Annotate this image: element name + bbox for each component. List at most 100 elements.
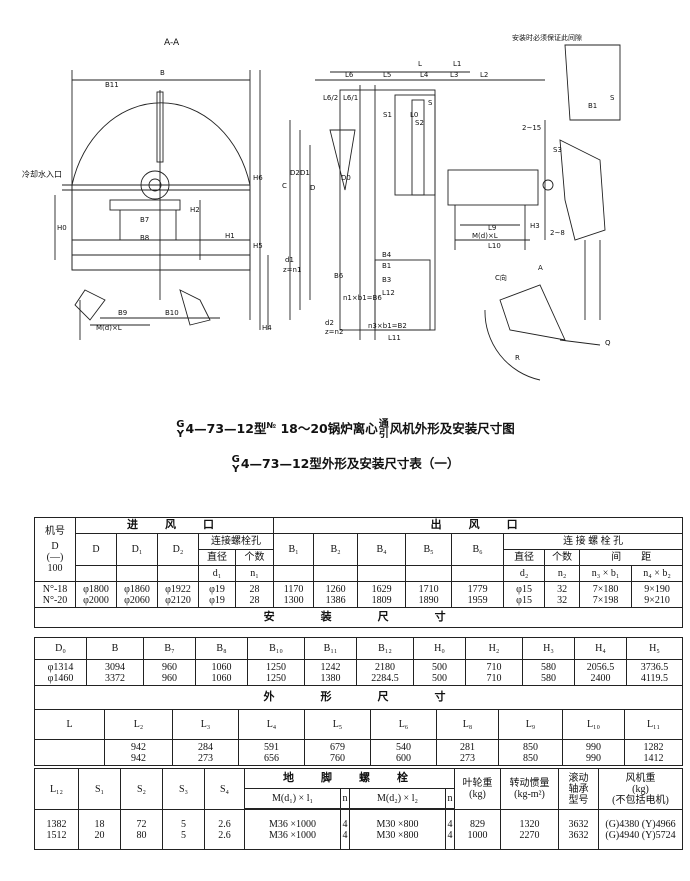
table-cell (451, 565, 505, 582)
dimension-label: S (610, 94, 615, 102)
table-cell: 转动惯量(kg-m²) (500, 768, 559, 810)
dimension-label: z=n2 (325, 328, 343, 336)
dimension-label: C (282, 182, 287, 190)
section-label: A-A (164, 38, 180, 48)
table-cell: B₄ (357, 533, 407, 566)
table-cell: L₅ (304, 709, 371, 740)
table-cell: L₂ (104, 709, 173, 740)
dimension-label: B9 (118, 309, 127, 317)
table-cell: D₂ (157, 533, 199, 566)
table-cell: B₁₂ (356, 637, 414, 660)
dimension-label: B7 (140, 216, 149, 224)
dimension-label: L9 (488, 224, 496, 232)
dimension-label: C向 (495, 273, 507, 282)
table-cell: 个数 (544, 549, 581, 566)
dimension-label: B (160, 69, 165, 77)
dimension-label: L (418, 60, 422, 68)
dimension-label: L1 (453, 60, 461, 68)
dimension-label: B3 (382, 276, 391, 284)
dimension-label: B8 (140, 234, 149, 242)
machine-no-header: 机号 D (—) 100 (34, 517, 76, 582)
table-cell: 安 装 尺 寸 (33, 607, 684, 628)
dimension-label: L12 (382, 289, 395, 297)
table-cell: 连 接 螺 栓 孔 (503, 533, 684, 550)
table-cell: 进 风 口 (74, 517, 275, 534)
dimension-label: H3 (530, 222, 540, 230)
dimension-label: M(d)×L (96, 324, 122, 332)
table-cell (75, 565, 117, 582)
dimension-label: d2 (325, 319, 334, 327)
table-cell: n (340, 788, 350, 809)
table-cell: B (86, 637, 144, 660)
table-cell: 间 距 (579, 549, 684, 566)
dimension-label: H5 (253, 242, 263, 250)
dimension-label: D1 (300, 169, 310, 177)
table-cell (313, 565, 359, 582)
table-cell: 出 风 口 (273, 517, 684, 534)
housing-outline (71, 102, 251, 271)
dimension-label: S3 (553, 146, 562, 154)
dimension-label: S2 (415, 119, 424, 127)
dimension-label: H4 (262, 324, 272, 332)
table-cell: H₂ (465, 637, 523, 660)
table-cell: B₅ (405, 533, 453, 566)
dimension-label: M(d)×L (472, 232, 498, 240)
table-cell: H₃ (522, 637, 575, 660)
dimension-label: 2~8 (550, 229, 565, 237)
table-cell: 叶轮重(kg) (454, 768, 501, 810)
table-cell: n₃ × b₁ (579, 565, 633, 582)
dimension-label: L4 (420, 71, 429, 79)
dimension-label: L0 (410, 111, 418, 119)
dimension-label: H2 (190, 206, 200, 214)
table-cell: B₁ (273, 533, 315, 566)
dimension-label: z=n1 (283, 266, 301, 274)
table-cell: L (34, 709, 105, 740)
table-cell (34, 739, 105, 766)
table-cell: H₄ (574, 637, 627, 660)
dimension-label: S1 (383, 111, 392, 119)
table-cell: M(d₂) × l₂ (349, 788, 446, 809)
table-cell: B₆ (451, 533, 505, 566)
dimension-label: 2~15 (522, 124, 541, 132)
table-cell: 外 形 尺 寸 (34, 685, 683, 710)
dimension-label: Q (605, 339, 611, 347)
table-cell: L₈ (436, 709, 499, 740)
dimension-table: 机号 D (—) 100 进 风 口 出 风 口 D D₁ D₂ 连接螺栓孔 B… (33, 517, 684, 628)
table-cell: 连接螺栓孔 (197, 533, 275, 550)
table-cell: L₁₁ (624, 709, 683, 740)
dimension-label: L3 (450, 71, 458, 79)
table-cell: L₁₀ (562, 709, 625, 740)
